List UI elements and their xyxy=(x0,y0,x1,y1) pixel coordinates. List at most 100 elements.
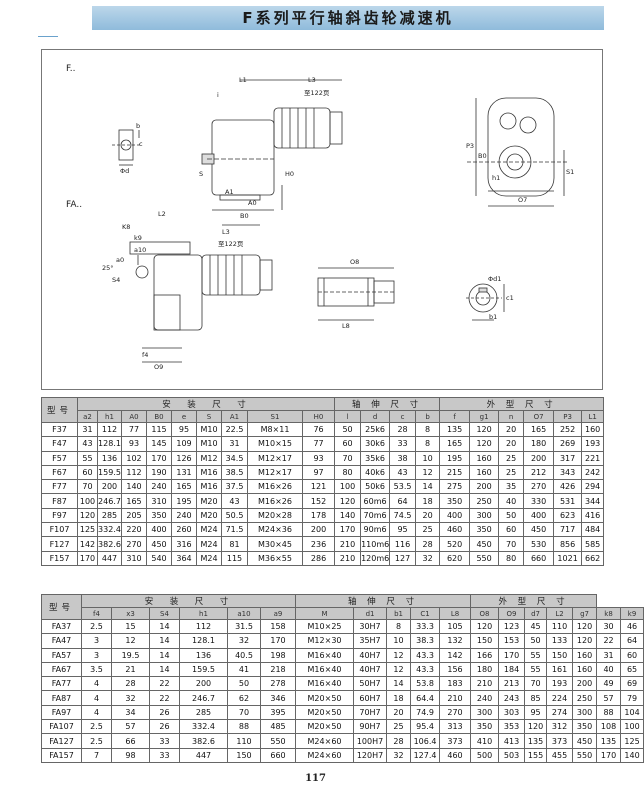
group-header-cell: 外 型 尺 寸 xyxy=(439,397,605,411)
column-header-cell: k8 xyxy=(596,607,622,620)
table-cell: 95 xyxy=(389,522,417,538)
table-cell: 210 xyxy=(439,690,472,706)
group-header-cell: 安 装 尺 寸 xyxy=(80,594,297,608)
table-cell: 25 xyxy=(386,719,412,735)
dim-l2: L2 xyxy=(158,210,166,218)
table-cell: 70m6 xyxy=(360,507,391,524)
column-header-cell: B0 xyxy=(146,410,172,423)
table-cell: 123 xyxy=(498,618,526,635)
table-cell: 585 xyxy=(581,536,605,552)
table-cell: 100 xyxy=(77,493,98,509)
header-band: F系列平行轴斜齿轮减速机 xyxy=(92,6,604,30)
group-header-row: 型号安 装 尺 寸轴 伸 尺 寸外 型 尺 寸 xyxy=(41,397,605,423)
dim-i: i xyxy=(217,91,219,99)
table-cell: 37.5 xyxy=(221,479,248,495)
column-header-cell: e xyxy=(171,410,197,423)
table-cell: 310 xyxy=(121,550,147,566)
column-header-cell: k9 xyxy=(620,607,644,620)
column-header-cell: a9 xyxy=(259,607,297,620)
table-cell: 120 xyxy=(469,421,500,438)
column-header-cell: b xyxy=(415,410,441,423)
table-cell: M20×28 xyxy=(247,507,303,524)
table-cell: 165 xyxy=(523,421,555,438)
table-cell: 500 xyxy=(470,747,500,763)
table-cell: 159.5 xyxy=(179,661,228,678)
table-cell: 447 xyxy=(97,550,122,566)
table-cell: 74.9 xyxy=(410,704,441,721)
model-cell: FA157 xyxy=(41,747,82,763)
table-cell: 26 xyxy=(149,704,180,721)
table-cell: 136 xyxy=(97,450,122,466)
table-cell: 332.4 xyxy=(179,719,228,735)
table-cell: 215 xyxy=(439,464,471,481)
table-cell: 12 xyxy=(415,464,441,481)
table-cell: 243 xyxy=(498,690,526,706)
table-cell: 28 xyxy=(386,733,412,749)
table-cell: 20 xyxy=(498,436,525,452)
table-cell: 65 xyxy=(620,661,644,678)
column-header-cell: L2 xyxy=(546,607,574,620)
table-cell: 170 xyxy=(259,633,297,649)
table-cell: 450 xyxy=(572,733,598,749)
table-cell: 93 xyxy=(121,436,147,452)
table-cell: 160 xyxy=(581,421,605,438)
table-cell: 170 xyxy=(334,522,362,538)
model-cell: F107 xyxy=(41,522,78,538)
column-header-cell: d7 xyxy=(524,607,548,620)
table-cell: 28 xyxy=(111,676,150,692)
table-cell: 30k6 xyxy=(360,436,391,452)
table-cell: 426 xyxy=(553,479,583,495)
table-cell: 274 xyxy=(546,704,574,721)
table-cell: 14 xyxy=(149,661,180,678)
table-cell: 170 xyxy=(146,450,172,466)
table-cell: 350 xyxy=(146,507,172,524)
dim-a10: a10 xyxy=(134,246,147,254)
table-cell: M10 xyxy=(196,421,222,438)
table-cell: 200 xyxy=(523,450,555,466)
table-cell: 450 xyxy=(523,522,555,538)
dim-a1: A1 xyxy=(225,188,234,196)
table-cell: 77 xyxy=(121,421,147,438)
table-cell: 170 xyxy=(596,747,622,763)
f-front-view xyxy=(201,79,343,226)
model-cell: F87 xyxy=(41,493,78,509)
table-cell: 128.1 xyxy=(97,436,122,452)
table-cell: 242 xyxy=(581,464,605,481)
table-cell: 455 xyxy=(546,747,574,763)
table-cell: M16×40 xyxy=(295,676,355,692)
table-cell: 364 xyxy=(171,550,197,566)
table-cell: 104 xyxy=(620,704,644,721)
table-cell: 28 xyxy=(415,536,441,552)
table-cell: 28 xyxy=(389,421,417,438)
table-cell: 520 xyxy=(439,536,471,552)
table-cell: 116 xyxy=(389,536,417,552)
table-cell: 150 xyxy=(470,633,500,649)
table-cell: 70 xyxy=(524,676,548,692)
column-header-cell: d1 xyxy=(353,607,388,620)
table-cell: 38 xyxy=(389,450,417,466)
column-header-cell: A1 xyxy=(221,410,248,423)
table-cell: 170 xyxy=(498,647,526,663)
table-cell: 33 xyxy=(149,733,180,749)
table-cell: 132 xyxy=(439,633,472,649)
model-cell: F157 xyxy=(41,550,78,566)
table-cell: 120 xyxy=(524,719,548,735)
table-cell: 50 xyxy=(498,507,525,524)
table-cell: 210 xyxy=(334,550,362,566)
table-cell: 485 xyxy=(259,719,297,735)
dim-s1: S1 xyxy=(566,168,575,176)
table-cell: 33.3 xyxy=(410,618,441,635)
table-cell: 317 xyxy=(553,450,583,466)
table-cell: 95 xyxy=(171,421,197,438)
table-cell: 285 xyxy=(179,704,228,721)
table-cell: M10×25 xyxy=(295,618,355,635)
table-cell: 270 xyxy=(121,536,147,552)
table-cell: 133 xyxy=(546,633,574,649)
table-cell: 20 xyxy=(498,421,525,438)
